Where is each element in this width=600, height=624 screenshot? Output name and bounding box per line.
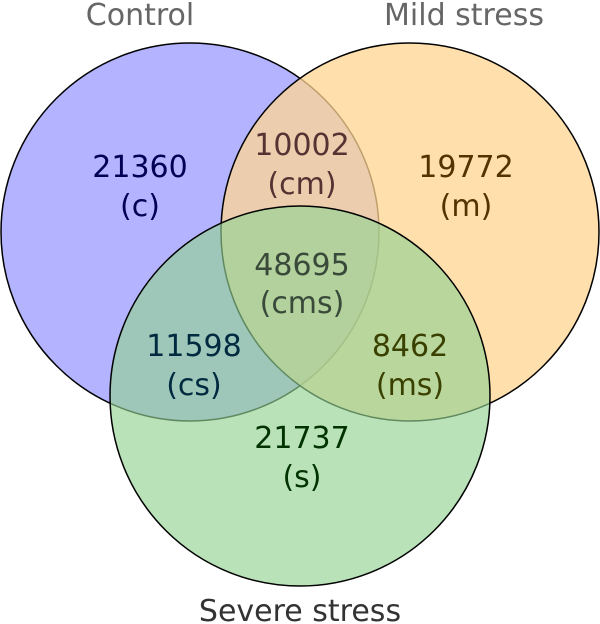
region-c-count: 21360 (92, 150, 187, 185)
region-cms-count: 48695 (254, 248, 349, 283)
region-s-code: (s) (282, 460, 321, 495)
mild-stress-label: Mild stress (384, 0, 544, 33)
region-c-code: (c) (120, 189, 160, 224)
severe-stress-circle (109, 205, 491, 587)
region-cs-code: (cs) (166, 368, 222, 403)
region-ms-count: 8462 (372, 329, 448, 364)
region-cm-count: 10002 (254, 128, 349, 163)
region-cm-code: (cm) (267, 167, 336, 202)
region-cms-code: (cms) (260, 286, 345, 321)
region-ms-code: (ms) (376, 368, 444, 403)
region-m-code: (m) (440, 189, 493, 224)
region-s-count: 21737 (254, 421, 349, 456)
region-cs-count: 11598 (146, 329, 241, 364)
region-m-count: 19772 (418, 150, 513, 185)
control-label: Control (86, 0, 194, 33)
severe-stress-label: Severe stress (199, 594, 401, 624)
